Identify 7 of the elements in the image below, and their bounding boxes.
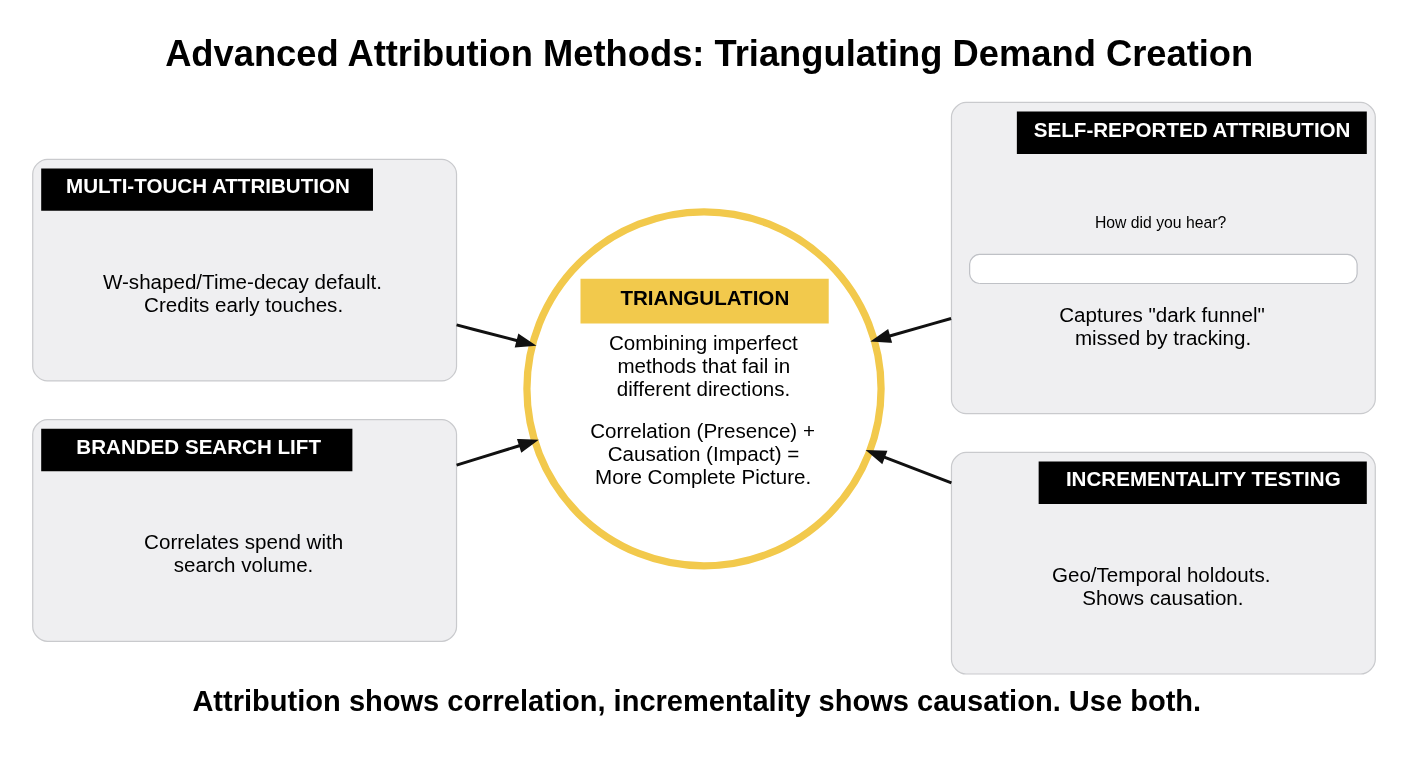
arrow bbox=[456, 438, 539, 467]
arrow bbox=[870, 317, 952, 343]
arrow bbox=[456, 323, 537, 348]
arrow bbox=[865, 450, 952, 485]
node-circle: TRIANGULATION Combining imperfect methods that fail in different directions. Correlation (Presence) + Causation (Impact) = More Complete Picture. bbox=[523, 208, 885, 570]
diagram-title: Advanced Attribution Methods: Triangulating Demand Creation bbox=[165, 32, 1254, 74]
caption: Attribution shows correlation, incrementality shows causation. Use both. bbox=[192, 685, 1202, 718]
